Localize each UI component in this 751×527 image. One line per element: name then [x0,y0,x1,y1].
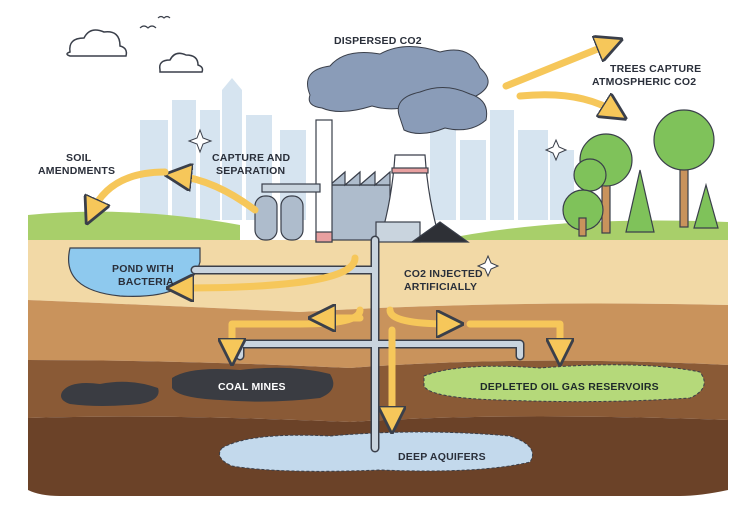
sparkle-icon [187,128,568,278]
arrow-to-soil [92,168,169,212]
capture-tanks [254,183,321,241]
label-capture-2: SEPARATION [216,165,285,177]
label-deep-aquifers: DEEP AQUIFERS [398,451,486,463]
coal-mines-deposit [172,367,334,402]
depleted-reservoirs-deposit [423,364,705,403]
arrow-to-pond [180,254,359,288]
arrow-right-deep [466,320,560,352]
label-dispersed-co2: DISPERSED CO2 [334,35,422,47]
bird-icon [139,15,171,29]
arrow-to-trees [516,91,615,112]
label-trees-capture-1: TREES CAPTURE [610,63,701,75]
label-pond-1: POND WITH [112,263,174,275]
label-capture-1: CAPTURE AND [212,152,290,164]
arrow-to-capture [178,176,259,214]
arrow-to-reservoirs [386,306,450,324]
cloud-icon [66,29,128,57]
label-trees-capture-2: ATMOSPHERIC CO2 [592,76,696,88]
arrow-to-atmosphere [502,44,610,90]
arrow-to-coal [232,306,364,352]
label-depleted-reservoirs: DEPLETED OIL GAS RESERVOIRS [480,381,659,393]
trees [562,109,719,237]
cloud-icon [158,52,204,73]
label-co2-injected-1: CO2 INJECTED [404,268,483,280]
label-soil-2: AMENDMENTS [38,165,115,177]
label-co2-injected-2: ARTIFICIALLY [404,281,477,293]
coal-deposit-small [61,381,159,406]
co2-flow-arrows [92,44,615,420]
label-soil-1: SOIL [66,152,92,164]
smoke [307,46,489,134]
label-coal-mines: COAL MINES [218,381,286,393]
label-pond-2: BACTERIA [118,276,174,288]
factory [315,119,470,243]
